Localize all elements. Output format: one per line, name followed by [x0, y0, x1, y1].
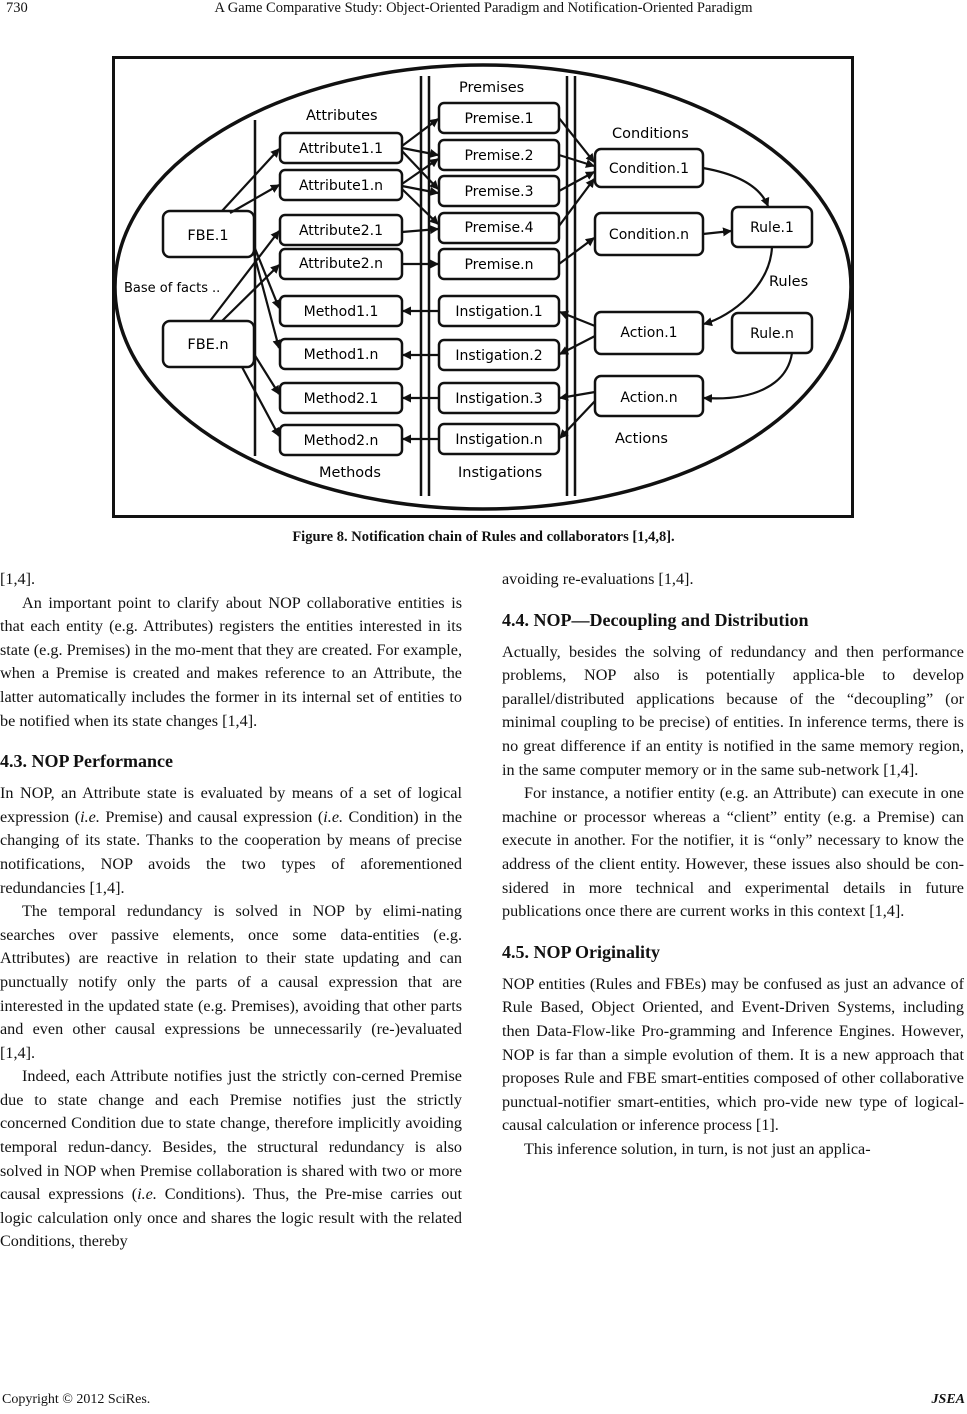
text-run: i.e. [137, 1185, 157, 1204]
section-heading: 4.4. NOP—Decoupling and Distribution [502, 609, 809, 630]
copyright: Copyright © 2012 SciRes. [2, 1392, 151, 1407]
notification-chain-diagram: Premises Attributes Conditions Base of f… [112, 56, 854, 518]
fbe-box [161, 319, 256, 369]
page-number: 730 [6, 0, 28, 16]
fbe-box [161, 209, 256, 259]
rule-box [730, 311, 814, 355]
paragraph: NOP entities (Rules and FBEs) may be con… [502, 974, 964, 1135]
condition-label: Condition.n [609, 227, 689, 243]
figure-8: Premises Attributes Conditions Base of f… [112, 56, 854, 518]
left-column: [1,4]. An important point to clarify abo… [0, 568, 462, 1254]
text-run: i.e. [323, 807, 344, 826]
text-run: Condition) in the changing of its state.… [0, 807, 463, 897]
method-label: Method2.n [304, 433, 379, 449]
text-run: Conditions). Thus, the Pre-mise carries … [0, 1185, 462, 1251]
condition-label: Condition.1 [609, 161, 689, 177]
instigation-label: Instigation.1 [455, 304, 542, 320]
right-column: avoiding re-evaluations [1,4]. 4.4. NOP—… [502, 568, 964, 1161]
instigation-label: Instigation.3 [455, 391, 542, 407]
system-ellipse [113, 63, 853, 511]
premise-label: Premise.n [464, 257, 533, 273]
notification-arrows [209, 117, 794, 444]
label-base-of-facts: Base of facts [124, 281, 208, 296]
label-attributes: Attributes [306, 108, 378, 124]
attribute-label: Attribute2.n [299, 256, 383, 272]
instigation-label: Instigation.n [455, 432, 542, 448]
fbe-label: FBE.n [187, 337, 228, 353]
action-box [593, 310, 705, 356]
action-box [593, 374, 705, 418]
running-title: A Game Comparative Study: Object-Oriente… [214, 0, 753, 16]
premise-label: Premise.1 [464, 111, 533, 127]
attribute-label: Attribute1.1 [299, 141, 383, 157]
attribute-box [278, 213, 404, 247]
premise-label: Premise.4 [464, 220, 533, 236]
paragraph: Indeed, each Attribute notifies just the… [0, 1065, 462, 1254]
label-premises: Premises [459, 80, 524, 96]
text-run: Premise) and causal expression ( [99, 807, 324, 826]
paragraph: The temporal redundancy is solved in NOP… [0, 902, 462, 1062]
instigation-label: Instigation.2 [455, 348, 542, 364]
paragraph: For instance, a notifier entity (e.g. an… [502, 784, 964, 921]
label-methods: Methods [319, 465, 381, 481]
premise-label: Premise.2 [464, 148, 533, 164]
method-label: Method1.1 [304, 304, 379, 320]
attribute-label: Attribute1.n [299, 178, 383, 194]
attribute-label: Attribute2.1 [299, 223, 383, 239]
paragraph: [1,4]. [0, 570, 36, 588]
label-instigations: Instigations [458, 465, 542, 481]
paragraph: An important point to clarify about NOP … [0, 593, 462, 730]
section-heading: 4.3. NOP Performance [0, 751, 173, 772]
method-label: Method2.1 [304, 391, 379, 407]
attribute-box [278, 168, 404, 202]
paragraph: This inference solution, in turn, is not… [524, 1139, 871, 1158]
fbe-label: FBE.1 [187, 228, 228, 244]
journal-name: JSEA [931, 1392, 965, 1407]
action-label: Action.1 [620, 325, 677, 341]
text-run: In NOP, an Attribute state is evaluated … [0, 784, 462, 826]
rule-label: Rule.n [750, 326, 794, 342]
premise-label: Premise.3 [464, 184, 533, 200]
label-conditions: Conditions [612, 126, 689, 142]
label-rules: Rules [769, 274, 808, 290]
paragraph: In NOP, an Attribute state is evaluated … [0, 782, 462, 900]
section-heading: 4.5. NOP Originality [502, 941, 661, 962]
figure-caption: Figure 8. Notification chain of Rules an… [292, 529, 675, 545]
label-base-of-facts-dots: .. [212, 281, 220, 296]
rule-label: Rule.1 [750, 220, 794, 236]
text-run: i.e. [80, 807, 100, 826]
label-actions: Actions [615, 431, 668, 447]
paragraph: Actually, besides the solving of redunda… [502, 642, 964, 779]
method-label: Method1.n [304, 347, 379, 363]
paragraph: avoiding re-evaluations [1,4]. [502, 570, 694, 588]
premise-box [437, 211, 561, 245]
text-run: Indeed, each Attribute notifies just the… [0, 1067, 462, 1204]
action-label: Action.n [620, 390, 677, 406]
page-header: 730 A Game Comparative Study: Object-Ori… [0, 0, 967, 24]
